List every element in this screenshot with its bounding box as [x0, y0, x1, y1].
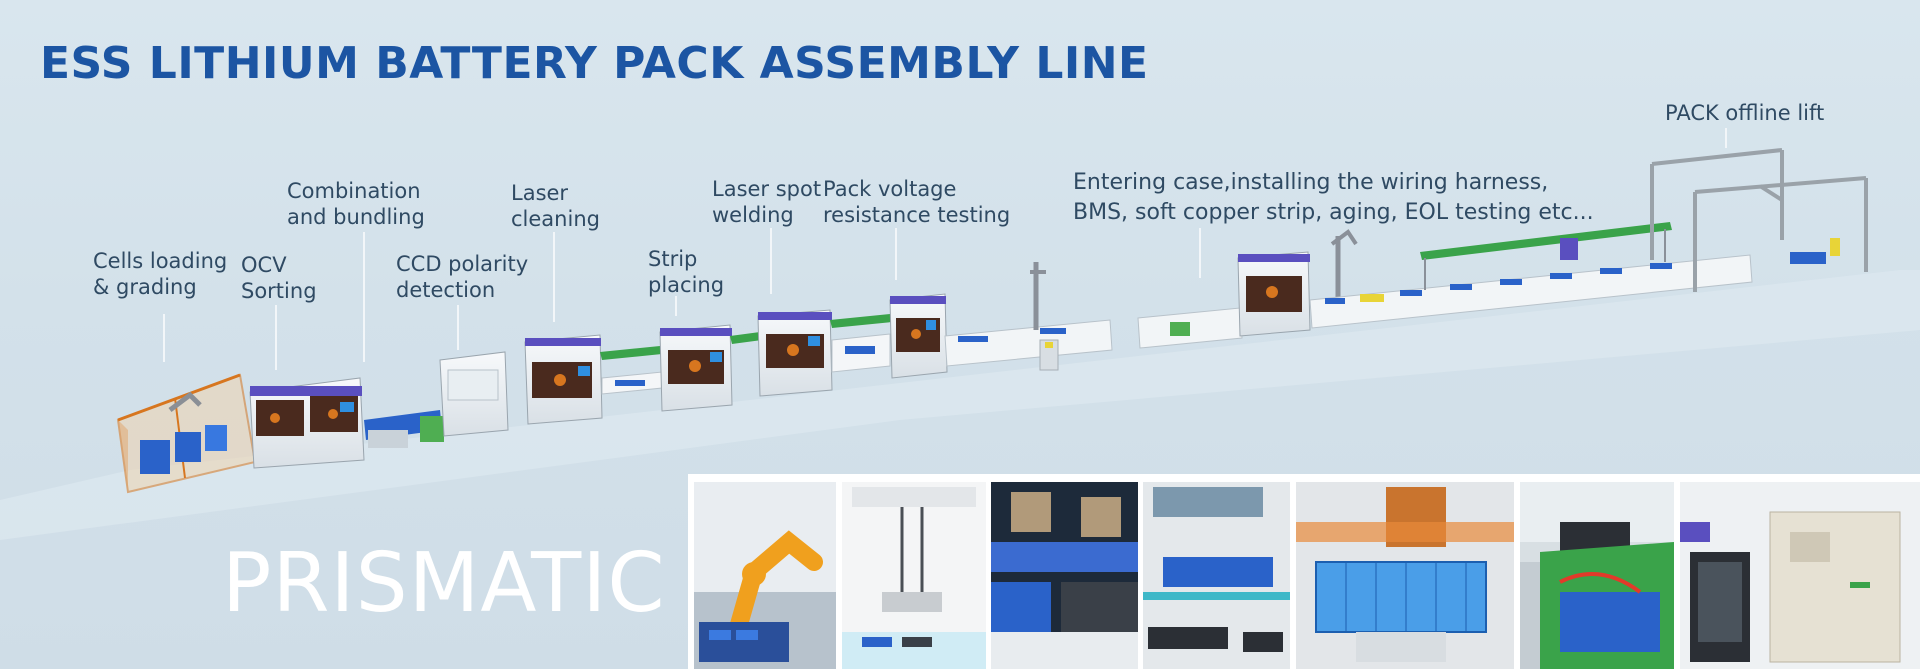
pointer-pack-voltage [895, 228, 897, 280]
ccd-detection-station [439, 351, 509, 437]
photo-strip [688, 474, 1920, 669]
battery-module-photo-icon [1296, 482, 1514, 669]
laser-welder-photo-icon [842, 482, 986, 669]
label-ccd-polarity: CCD polarity detection [396, 252, 529, 302]
laser-cleaning-station [524, 334, 603, 425]
pack-voltage-test-station [889, 293, 948, 379]
label-pack-offline-lift: PACK offline lift [1665, 101, 1825, 125]
robot-arm-photo-icon [694, 482, 836, 669]
pointer-entering-case [1199, 228, 1201, 278]
pointer-laser-cleaning [553, 232, 555, 322]
strip-placing-station [659, 324, 733, 412]
pack-offline-lift [1650, 148, 1868, 292]
pointer-combination [363, 232, 365, 362]
label-strip-placing: Strip placing [648, 247, 725, 297]
pointer-ccd [457, 305, 459, 350]
label-entering-case: Entering case,installing the wiring harn… [1073, 170, 1594, 225]
pointer-cells-loading [163, 314, 165, 362]
conveyor-photo-icon [1520, 482, 1674, 669]
label-combination-bundling: Combination and bundling [287, 179, 425, 229]
pointer-offline-lift [1725, 128, 1727, 148]
label-cells-loading: Cells loading & grading [93, 249, 228, 299]
ccd-inspection-photo-icon [1143, 482, 1290, 669]
page-title: ESS LITHIUM BATTERY PACK ASSEMBLY LINE [40, 38, 1149, 89]
label-ocv-sorting: OCV Sorting [241, 253, 317, 303]
pointer-strip [675, 296, 677, 316]
ocv-sorting-station [249, 377, 365, 469]
label-laser-spot-welding: Laser spot welding [712, 177, 822, 227]
cells-loading-station [116, 373, 257, 494]
aging-chamber-photo-icon [1680, 482, 1920, 669]
laser-welding-station [757, 309, 833, 397]
case-entering-station [1237, 251, 1311, 337]
pointer-spot-welding [770, 228, 772, 294]
cell-stacking-photo-icon [991, 482, 1138, 669]
label-laser-cleaning: Laser cleaning [511, 181, 600, 231]
pointer-ocv [275, 305, 277, 370]
subtitle-prismatic: PRISMATIC [222, 536, 666, 631]
label-pack-voltage-testing: Pack voltage resistance testing [823, 177, 1011, 227]
